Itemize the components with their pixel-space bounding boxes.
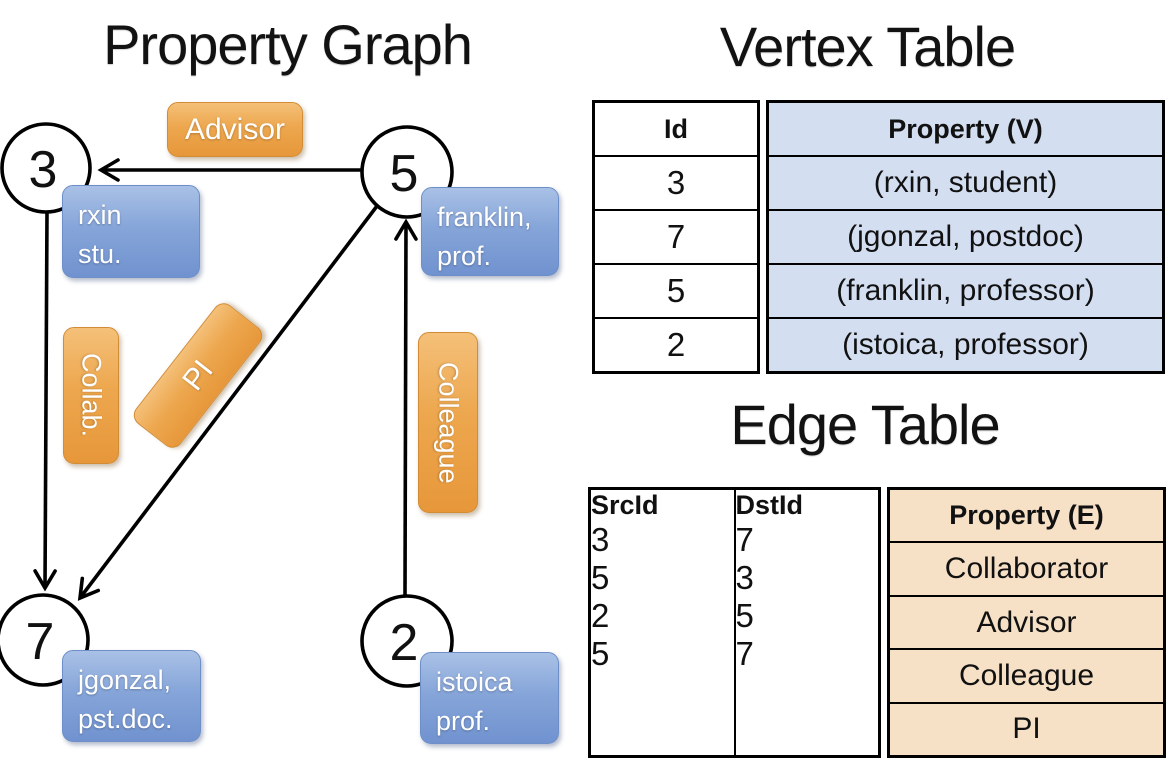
table-cell: 5: [595, 263, 757, 317]
edge-arrow-5-to-7: [77, 204, 379, 601]
column-header-srcid: SrcId: [591, 490, 659, 520]
node-2-id: 2: [390, 614, 419, 672]
edge-label-advisor: Advisor: [167, 102, 303, 157]
table-cell: 5: [591, 559, 610, 596]
vertex-property-line: istoica: [436, 667, 513, 697]
vertex-property-line: rxin: [78, 200, 122, 230]
table-cell: 7: [735, 521, 754, 558]
node-3-id: 3: [29, 141, 58, 199]
node-7-id: 7: [26, 613, 55, 671]
vertex-table-id-column: Id 3 7 5 2: [592, 100, 760, 374]
table-cell: 5: [591, 635, 610, 672]
column-header-property-e: Property (E): [949, 500, 1104, 531]
table-cell: 3: [595, 155, 757, 209]
vertex-table: Id 3 7 5 2 Property (V) (rxin, student) …: [592, 100, 1165, 374]
table-cell: Colleague: [890, 648, 1163, 701]
vertex-property-line: stu.: [78, 239, 122, 270]
edge-arrow-3-to-7: [33, 211, 57, 592]
column-header-property-v: Property (V): [888, 113, 1043, 144]
vertex-property-line: jgonzal,: [78, 665, 172, 695]
vertex-property-line: pst.doc.: [78, 704, 173, 735]
vertex-table-property-column: Property (V) (rxin, student) (jgonzal, p…: [766, 100, 1165, 374]
vertex-property-line: franklin,: [437, 202, 532, 232]
edge-table-srcid-column: SrcId 3 5 2 5: [591, 490, 734, 755]
table-cell: (jgonzal, postdoc): [769, 209, 1162, 263]
column-header-id: Id: [664, 113, 688, 144]
edge-label-collab: Collab.: [63, 327, 119, 464]
edge-table: SrcId 3 5 2 5 DstId 7 3 5 7 Property (E)…: [588, 487, 1166, 758]
vertex-table-title: Vertex Table: [719, 15, 1016, 78]
table-cell: Advisor: [890, 594, 1163, 648]
property-graph-title: Property Graph: [103, 13, 473, 76]
edge-table-property-column: Property (E) Collaborator Advisor Collea…: [887, 487, 1166, 758]
table-cell: 7: [595, 209, 757, 263]
table-cell: 2: [591, 597, 610, 634]
column-header-dstid: DstId: [735, 490, 804, 520]
edge-arrow-2-to-5: [394, 218, 418, 596]
vertex-property-box-2: istoica prof.: [420, 652, 559, 744]
table-cell: 7: [735, 635, 754, 672]
edge-table-id-columns: SrcId 3 5 2 5 DstId 7 3 5 7: [588, 487, 881, 758]
vertex-property-line: prof.: [437, 241, 492, 272]
table-cell: 2: [595, 317, 757, 371]
vertex-property-box-5: franklin, prof.: [421, 187, 559, 276]
edge-table-title: Edge Table: [730, 393, 1000, 456]
table-cell: (franklin, professor): [769, 263, 1162, 317]
edge-table-dstid-column: DstId 7 3 5 7: [733, 490, 879, 755]
vertex-property-line: prof.: [436, 706, 491, 737]
table-cell: Collaborator: [890, 541, 1163, 594]
table-cell: (rxin, student): [769, 155, 1162, 209]
table-cell: 3: [735, 559, 754, 596]
vertex-property-box-7: jgonzal, pst.doc.: [62, 650, 201, 742]
edge-label-colleague: Colleague: [418, 332, 478, 513]
table-cell: 5: [735, 597, 754, 634]
node-5-id: 5: [390, 145, 419, 203]
table-cell: 3: [591, 521, 610, 558]
vertex-property-box-3: rxin stu.: [62, 185, 200, 278]
property-graph-diagram: 3 5 7 2: [0, 122, 454, 688]
table-cell: (istoica, professor): [769, 317, 1162, 371]
table-cell: PI: [890, 701, 1163, 755]
